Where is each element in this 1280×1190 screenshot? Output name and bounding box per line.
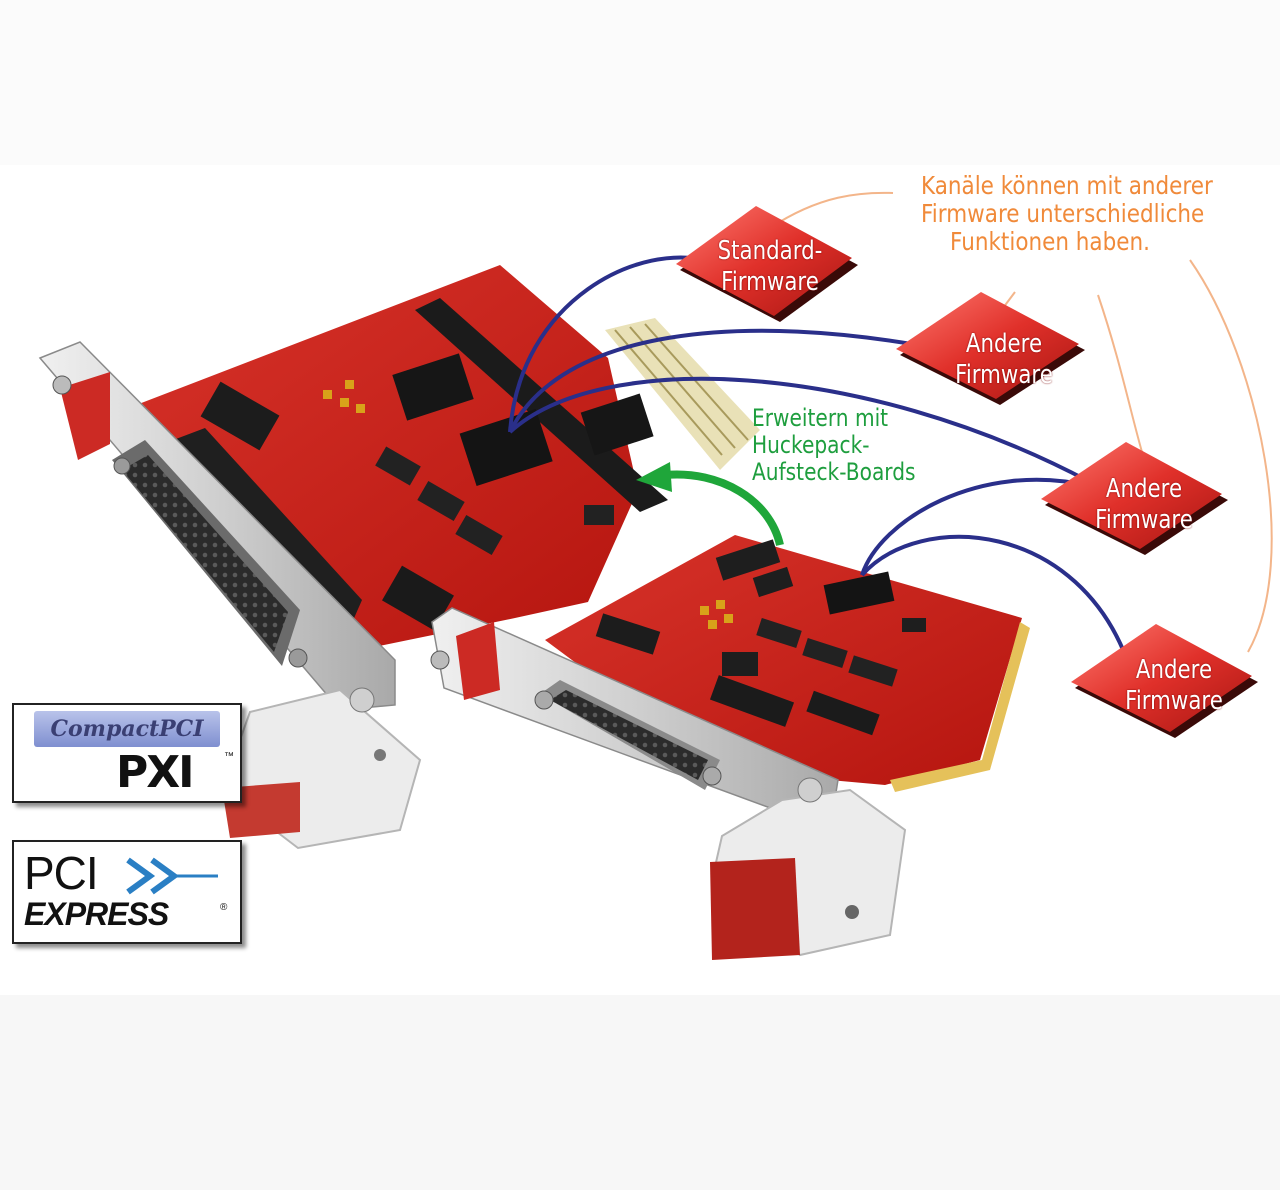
chip-label-line: Firmware (1125, 686, 1223, 717)
orange-leader-lines (769, 191, 1273, 653)
firmware-callout-line: Kanäle können mit anderer (921, 171, 1213, 200)
firmware-callout-line: Firmware unterschiedliche (921, 199, 1205, 228)
chevron-arrows-icon (126, 857, 218, 895)
main-board (118, 265, 760, 650)
expand-arrow (636, 462, 784, 547)
chip-label-standard-firmware: Standard- Firmware (713, 236, 828, 298)
chip-label-line: Firmware (721, 267, 819, 298)
pxi-wordmark: PXI (116, 747, 195, 798)
expansion-callout-line: Erweitern mit (752, 404, 889, 432)
firmware-wires (508, 255, 1132, 669)
chip-label-line: Andere (965, 329, 1043, 359)
compactpci-pxi-logo: CompactPCI PXI ™ (12, 703, 242, 803)
compactpci-wordmark: CompactPCI (34, 711, 220, 747)
trademark-mark: ™ (224, 751, 234, 762)
expansion-callout-line: Huckepack- (752, 430, 870, 459)
registered-mark: ® (220, 902, 228, 913)
chip-label-other-firmware: Andere Firmware (1087, 474, 1202, 536)
express-wordmark: EXPRESS (24, 896, 169, 932)
chip-label-line: Firmware (955, 360, 1053, 391)
expansion-callout: Erweitern mit Huckepack- Aufsteck-Boards (752, 405, 916, 486)
pci-wordmark: PCI (24, 847, 99, 899)
chip-label-line: Firmware (1095, 505, 1193, 536)
firmware-chip-tiles (676, 206, 1258, 738)
expansion-callout-line: Aufsteck-Boards (752, 457, 916, 486)
chip-label-line: Standard- (717, 236, 823, 266)
chip-label-line: Andere (1135, 655, 1213, 685)
firmware-callout: Kanäle können mit anderer Firmware unter… (921, 171, 1213, 256)
firmware-callout-line: Funktionen haben. (950, 227, 1150, 256)
main-board-bracket (38, 341, 422, 850)
chip-label-other-firmware: Andere Firmware (947, 329, 1062, 391)
chip-label-line: Andere (1105, 474, 1183, 504)
pci-express-logo: PCI EXPRESS ® (12, 840, 242, 944)
chip-label-other-firmware: Andere Firmware (1117, 655, 1232, 717)
piggyback-bracket (430, 607, 907, 960)
